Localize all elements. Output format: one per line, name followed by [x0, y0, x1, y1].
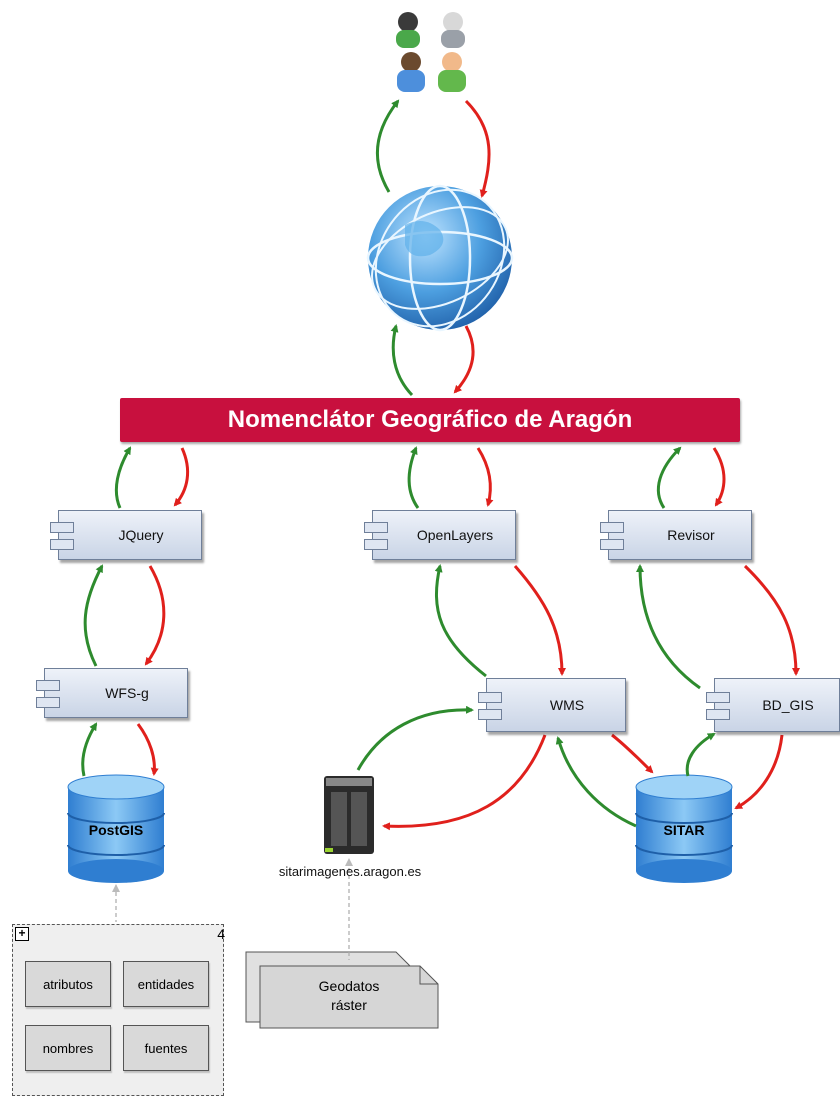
database-icon	[67, 774, 165, 883]
package-count: 4	[217, 926, 225, 942]
request-arrow	[407, 446, 420, 509]
component-label: JQuery	[118, 527, 164, 543]
request-arrow	[636, 564, 701, 690]
package-item[interactable]: entidades	[123, 961, 209, 1007]
database-icon	[635, 774, 733, 883]
component-wfs-g[interactable]: WFS-g	[36, 668, 188, 718]
response-arrow	[734, 734, 784, 810]
server-label: sitarimagenes.aragon.es	[278, 864, 422, 879]
document-label: Geodatos ráster	[260, 977, 438, 1015]
component-revisor[interactable]: Revisor	[600, 510, 752, 560]
response-arrow	[464, 99, 491, 198]
request-arrow	[656, 446, 682, 509]
page-title: Nomenclátor Geográfico de Aragón	[120, 398, 740, 442]
component-wms[interactable]: WMS	[478, 678, 626, 732]
response-arrow	[712, 447, 726, 507]
package-container[interactable]: + 4 atributos entidades nombres fuentes	[12, 924, 225, 1096]
response-arrow	[144, 565, 166, 666]
component-jquery[interactable]: JQuery	[50, 510, 202, 560]
document-label-line2: ráster	[331, 997, 367, 1013]
response-arrow	[513, 565, 566, 676]
request-arrow	[685, 732, 716, 777]
package-item[interactable]: fuentes	[123, 1025, 209, 1071]
request-arrow	[356, 705, 474, 771]
component-label: Revisor	[667, 527, 715, 543]
globe-icon	[366, 184, 514, 332]
database-label-sitar: SITAR	[663, 822, 705, 838]
request-arrow	[555, 736, 637, 828]
package-item[interactable]: atributos	[25, 961, 111, 1007]
response-arrow	[476, 447, 494, 507]
response-arrow	[136, 723, 159, 776]
request-arrow	[375, 99, 400, 193]
response-arrow	[743, 564, 800, 676]
expand-icon[interactable]: +	[15, 927, 29, 941]
request-arrow	[434, 564, 487, 678]
component-label: WFS-g	[105, 685, 149, 701]
package-item[interactable]: nombres	[25, 1025, 111, 1071]
request-arrow	[114, 446, 132, 509]
response-arrow	[382, 734, 547, 831]
database-label-postgis: PostGIS	[88, 822, 144, 838]
response-arrow	[611, 733, 654, 774]
component-openlayers[interactable]: OpenLayers	[364, 510, 516, 560]
users-group-icon	[396, 12, 466, 92]
request-arrow	[390, 324, 414, 397]
request-arrow	[83, 564, 104, 667]
request-arrow	[81, 722, 98, 777]
component-label: BD_GIS	[762, 697, 814, 713]
component-label: WMS	[549, 697, 585, 713]
response-arrow	[453, 325, 475, 394]
component-label: OpenLayers	[416, 527, 494, 543]
server-icon	[324, 776, 374, 854]
document-label-line1: Geodatos	[318, 978, 380, 994]
response-arrow	[173, 447, 190, 507]
component-bd-gis[interactable]: BD_GIS	[706, 678, 840, 732]
document-stack-icon	[245, 951, 439, 1029]
